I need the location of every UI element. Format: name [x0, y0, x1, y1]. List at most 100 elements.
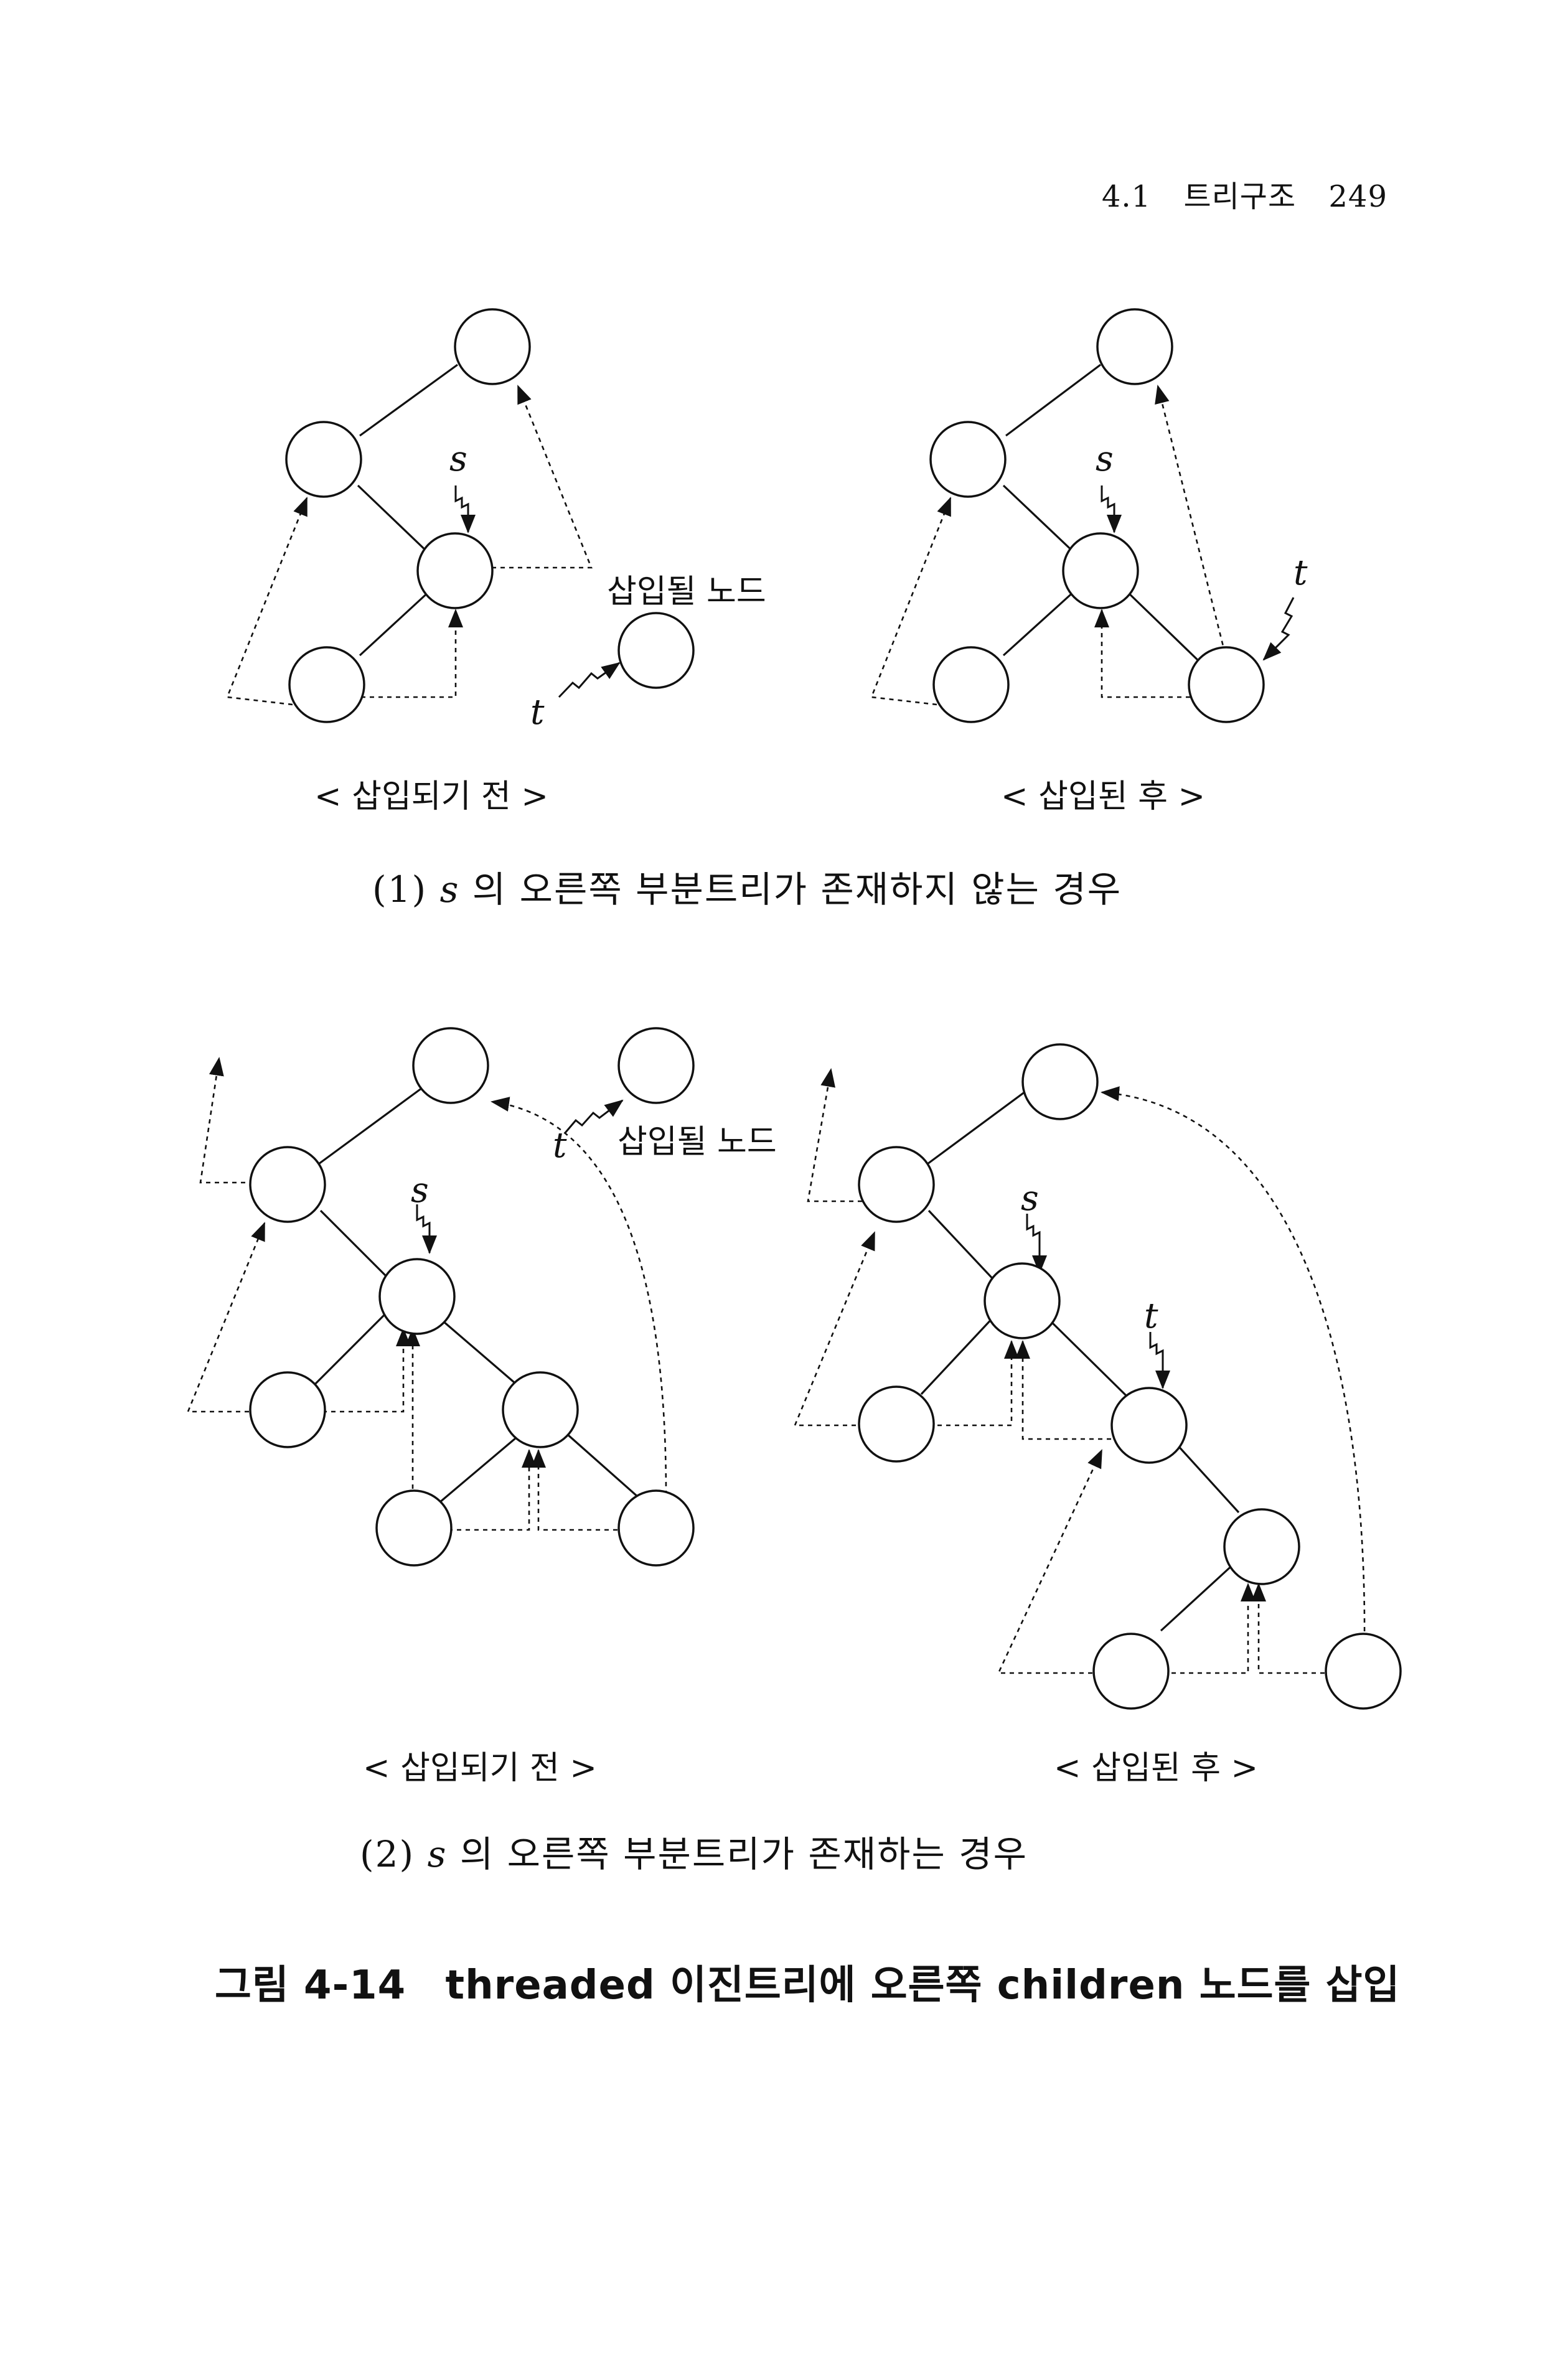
tree-node: [1096, 308, 1173, 385]
subtitle-2: (2) s 의 오른쪽 부분트리가 존재하는 경우: [360, 1825, 1028, 1877]
tree-node: [1223, 1508, 1300, 1585]
thread-arrow: [322, 1328, 411, 1413]
tree-edge: [566, 1433, 646, 1504]
tree-edge: [438, 1433, 521, 1504]
tree-edge: [359, 589, 432, 657]
part2-after-tree: [794, 1043, 1402, 1710]
running-header: 4.1 트리구조 249: [1102, 172, 1387, 215]
tree-node: [1062, 532, 1139, 609]
tree-node: [932, 646, 1010, 723]
t-pointer-arrow: [558, 662, 621, 698]
tree-edge: [1002, 484, 1077, 555]
figure-number: 그림 4-14: [215, 1962, 406, 2009]
tree-edge: [927, 1209, 997, 1283]
part2-before-tree: [187, 1027, 695, 1567]
tree-node: [412, 1027, 489, 1104]
thread-arrow: [1094, 609, 1190, 698]
tree-edge: [1005, 363, 1101, 437]
subtitle-number: (1): [372, 868, 428, 911]
inserted-node: [1110, 1387, 1188, 1464]
tree-node: [285, 421, 362, 498]
tree-edge: [1124, 589, 1204, 666]
panel-label-before: < 삽입되기 전 >: [314, 778, 548, 815]
tree-edge: [1002, 589, 1077, 657]
tree-node: [249, 1146, 326, 1223]
thread-arrow: [491, 1097, 667, 1496]
inserted-node: [1188, 646, 1265, 723]
tree-edge: [357, 484, 431, 555]
thread-arrow: [929, 1340, 1019, 1427]
s-pointer-arrow: [454, 485, 476, 533]
tree-node: [1092, 1633, 1170, 1710]
panel-label-after: < 삽입된 후 >: [1001, 778, 1206, 815]
tree-node: [617, 1489, 695, 1567]
new-node: [617, 612, 695, 689]
panel-label-after: < 삽입된 후 >: [1054, 1750, 1259, 1787]
tree-edge: [313, 1312, 387, 1386]
thread-arrow: [1101, 1086, 1366, 1641]
tree-edge: [359, 363, 458, 437]
s-label: s: [1021, 1178, 1039, 1219]
subtitle-number: (2): [360, 1833, 415, 1875]
thread-arrow: [997, 1449, 1103, 1674]
subtitle-text: 의 오른쪽 부분트리가 존재하는 경우: [459, 1833, 1028, 1875]
thread-arrow: [492, 385, 593, 569]
tree-edge: [920, 1315, 995, 1395]
section-number: 4.1: [1101, 179, 1152, 214]
thread-arrow: [531, 1449, 617, 1531]
tree-node: [249, 1371, 326, 1448]
panel-label-before: < 삽입되기 전 >: [363, 1750, 597, 1787]
tree-edge: [1045, 1315, 1128, 1397]
thread-arrow: [1251, 1583, 1325, 1674]
t-pointer-arrow: [1262, 597, 1295, 661]
tree-node: [416, 532, 494, 609]
part1-after-tree: [870, 308, 1295, 723]
tree-edge: [1175, 1443, 1240, 1514]
subtitle-1: (1) s 의 오른쪽 부분트리가 존재하지 않는 경우: [372, 860, 1122, 912]
s-label: s: [1096, 439, 1114, 479]
t-label: t: [553, 1125, 567, 1166]
tree-node: [288, 646, 365, 723]
tree-node: [378, 1258, 456, 1335]
tree-edge: [433, 1312, 520, 1387]
thread-arrow: [807, 1068, 862, 1202]
subtitle-variable: s: [427, 1833, 448, 1875]
s-pointer-arrow: [1026, 1214, 1047, 1274]
page-number: 249: [1328, 179, 1387, 214]
thread-arrow: [448, 1449, 537, 1531]
thread-arrow: [1155, 385, 1226, 654]
tree-node: [929, 421, 1007, 498]
section-title: 트리구조: [1183, 179, 1297, 214]
new-node-label: 삽입될 노드: [607, 573, 766, 611]
tree-node: [454, 308, 531, 385]
figure-caption: 그림 4-14 threaded 이진트리에 오른쪽 children 노드를 …: [215, 1953, 1400, 2010]
subtitle-variable: s: [439, 868, 460, 911]
tree-node: [1021, 1043, 1099, 1120]
tree-node: [858, 1385, 935, 1463]
tree-node: [984, 1262, 1061, 1339]
tree-edge: [927, 1087, 1031, 1165]
new-node-label: 삽입될 노드: [617, 1123, 777, 1161]
thread-arrow: [1015, 1340, 1111, 1440]
thread-arrow: [1163, 1583, 1256, 1674]
thread-arrow: [794, 1231, 876, 1427]
thread-arrow: [361, 609, 463, 698]
thread-arrow: [187, 1222, 266, 1413]
s-pointer-arrow: [416, 1204, 437, 1254]
tree-node: [502, 1371, 579, 1448]
tree-node: [375, 1489, 453, 1567]
tree-node: [1325, 1633, 1402, 1710]
s-pointer-arrow: [1101, 485, 1122, 533]
t-label: t: [1144, 1296, 1158, 1336]
tree-node: [858, 1146, 935, 1223]
tree-edge: [318, 1087, 423, 1165]
s-label: s: [449, 439, 467, 479]
tree-edge: [1160, 1561, 1237, 1632]
figure-caption-text: threaded 이진트리에 오른쪽 children 노드를 삽입: [445, 1962, 1401, 2009]
subtitle-text: 의 오른쪽 부분트리가 존재하지 않는 경우: [472, 868, 1122, 911]
new-node: [617, 1027, 695, 1104]
tree-edge: [319, 1209, 390, 1280]
t-label: t: [1293, 553, 1308, 593]
